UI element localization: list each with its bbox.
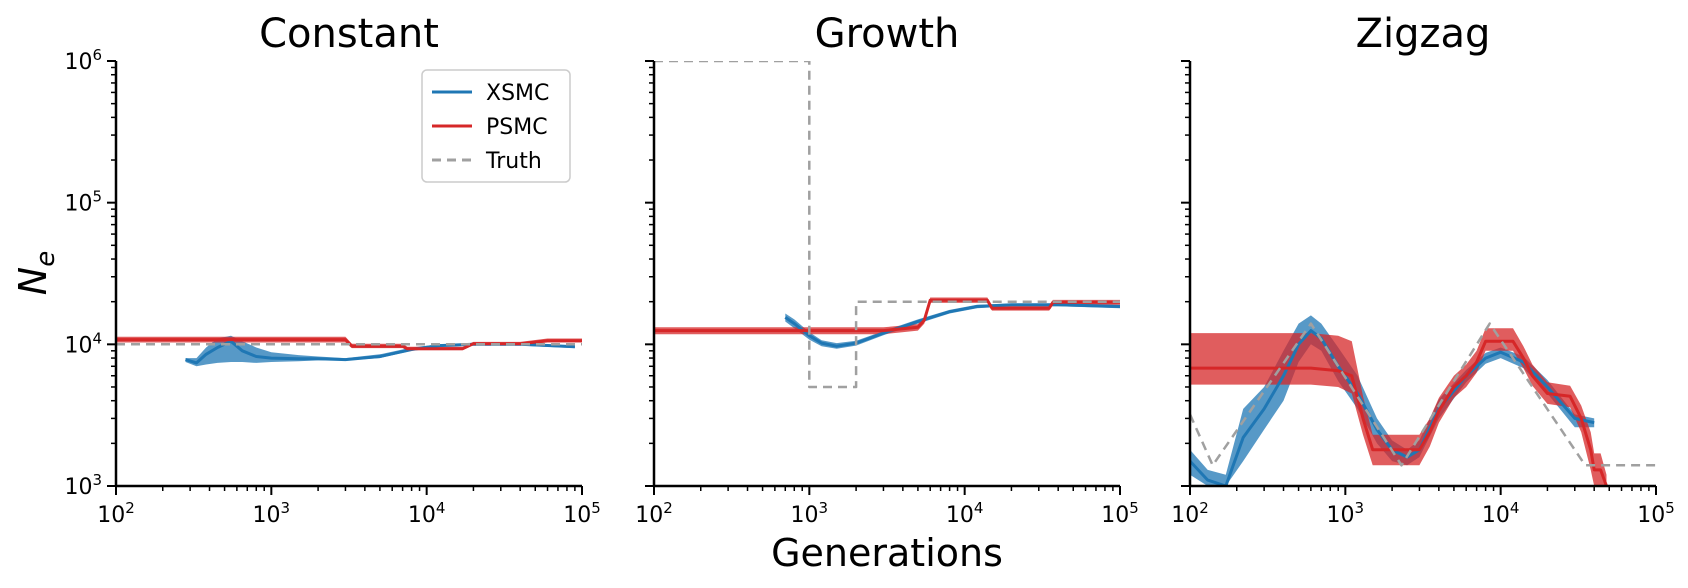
legend-label-psmc: PSMC — [486, 115, 548, 140]
y-tick-label: 103 — [64, 471, 102, 500]
series-line-xsmc — [1190, 329, 1595, 486]
y-tick-label: 105 — [64, 188, 102, 217]
y-tick-label: 106 — [64, 46, 102, 75]
legend-box — [421, 69, 571, 183]
x-tick-label: 103 — [1327, 499, 1365, 528]
ci-band-psmc — [654, 297, 1120, 335]
panel-zigzag: 102 103 104 105 Zigzag — [1171, 11, 1675, 528]
legend: XSMC PSMC Truth — [421, 69, 571, 183]
x-tick-label: 105 — [563, 499, 601, 528]
panel-title: Growth — [815, 11, 960, 57]
panel-title: Zigzag — [1356, 11, 1491, 57]
series-line-psmc — [654, 298, 1120, 333]
legend-label-truth: Truth — [485, 149, 542, 174]
series-line-xsmc — [784, 303, 1120, 348]
y-tick-label: 104 — [64, 329, 102, 358]
plot-area — [654, 61, 1120, 389]
x-tick-label: 104 — [1482, 499, 1520, 528]
series-line-psmc — [1190, 339, 1608, 486]
x-tick-label: 102 — [97, 499, 135, 528]
y-axis-label: Ne — [11, 251, 61, 295]
x-tick-label: 105 — [1637, 499, 1675, 528]
series-line-truth — [1190, 322, 1656, 467]
x-tick-label: 104 — [408, 499, 446, 528]
plot-area — [1190, 315, 1656, 486]
x-axis-label: Generations — [771, 531, 1003, 575]
series-line-truth — [654, 61, 1120, 389]
x-tick-label: 104 — [946, 499, 984, 528]
plot-area — [116, 335, 582, 367]
panel-growth: 102 103 104 105 Growth — [635, 11, 1139, 528]
legend-label-xsmc: XSMC — [486, 81, 549, 106]
x-tick-label: 103 — [791, 499, 829, 528]
panel-title: Constant — [259, 11, 439, 57]
x-tick-label: 102 — [635, 499, 673, 528]
x-tick-label: 102 — [1171, 499, 1209, 528]
x-tick-label: 105 — [1101, 499, 1139, 528]
x-tick-label: 103 — [253, 499, 291, 528]
series-line-psmc — [116, 338, 582, 351]
